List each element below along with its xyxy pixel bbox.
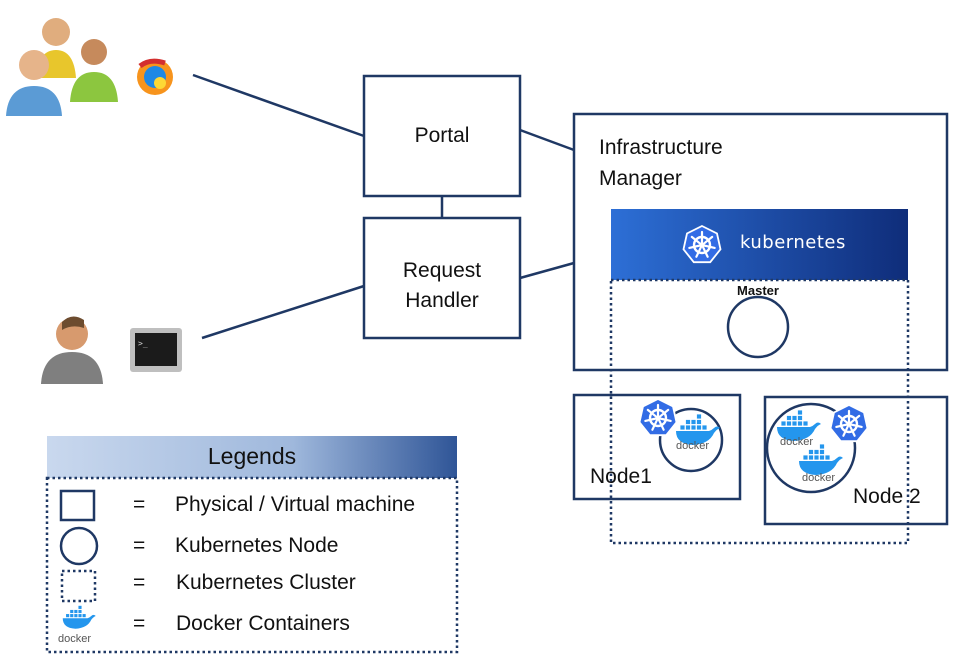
legend-docker-word: docker [58,633,92,645]
users-group-icon [6,18,118,116]
kubernetes-cluster-boundary [609,278,910,545]
legend-label-docker: Docker Containers [176,612,350,635]
legend-eq-3: = [133,571,146,594]
infrastructure-manager-label-line1: Infrastructure [599,136,723,159]
infrastructure-manager-label-line2: Manager [599,167,682,190]
terminal-icon: >_ [130,328,182,372]
browser-icon [137,58,173,95]
docker-word-node1: docker [676,440,710,452]
svg-text:>_: >_ [138,339,148,348]
portal-box [362,74,522,198]
master-label: Master [737,283,779,298]
legend-header [47,436,457,478]
connector-lines [192,73,575,340]
square-icon [59,489,96,522]
legend-label-node: Kubernetes Node [175,534,339,557]
legend-eq-4: = [133,612,146,635]
portal-label: Portal [414,124,470,147]
legend-box [45,476,459,654]
request-handler-box [362,216,522,340]
request-handler-label-line1: Request [402,259,482,282]
node2-box [763,395,949,526]
user-icon [41,316,103,384]
node1-box [572,393,742,501]
legend-eq-2: = [133,534,146,557]
node1-kubernetes-icon [638,397,678,437]
node1-label: Node1 [590,465,652,488]
legend-label-physical: Physical / Virtual machine [175,493,416,516]
circle-icon [59,526,99,566]
master-node-circle [726,295,790,359]
request-handler-label-line2: Handler [405,289,479,312]
kubernetes-banner-text: kubernetes [740,232,846,253]
docker-word-node2b: docker [802,472,836,484]
docker-icon [62,605,97,630]
legend-label-cluster: Kubernetes Cluster [176,571,356,594]
docker-word-node2a: docker [780,436,814,448]
legend-title: Legends [207,443,297,469]
legend-eq-1: = [133,493,146,516]
kubernetes-banner [611,209,908,280]
dotted-square-icon [60,569,97,603]
node2-label: Node 2 [853,485,921,508]
